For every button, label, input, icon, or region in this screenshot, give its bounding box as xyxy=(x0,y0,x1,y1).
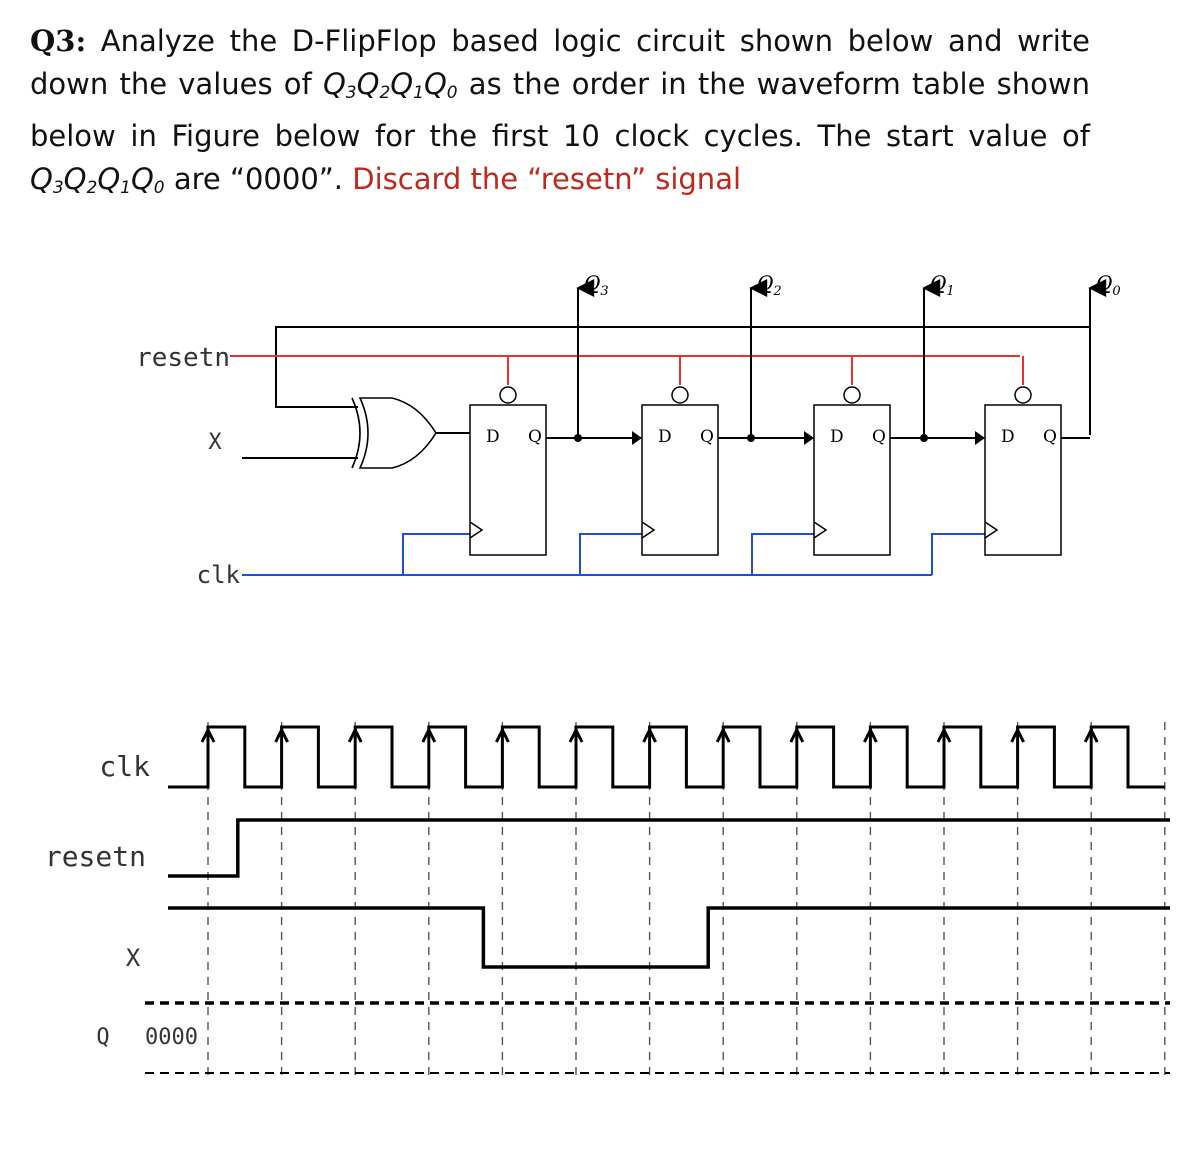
question-highlight: Discard the “resetn” signal xyxy=(352,162,742,196)
q-pin-label: Q xyxy=(700,427,714,447)
rising-edge-arrow xyxy=(347,726,363,743)
question-text-1: Analyze the D-FlipFlop based logic circu… xyxy=(30,24,1090,101)
clk-drop xyxy=(579,533,642,575)
q-bus-waveform xyxy=(145,1001,1170,1074)
rising-edge-arrow xyxy=(1083,726,1099,743)
waveform-diagram: clk resetn X Q 0000 xyxy=(45,722,1170,1078)
resetn-input-label: resetn xyxy=(136,343,230,373)
rising-edge-arrow xyxy=(715,726,731,743)
q-to-d-arrowhead xyxy=(632,431,642,445)
clk-drop xyxy=(751,533,814,575)
clock-triangle xyxy=(469,521,484,539)
output-labels: Q3 Q2 Q1 Q0 xyxy=(584,271,1121,299)
clk-waveform xyxy=(168,725,1165,789)
clock-triangle xyxy=(641,521,656,539)
q-pin-label: Q xyxy=(1043,427,1057,447)
clk-drop xyxy=(931,533,985,575)
reset-bubble xyxy=(499,386,517,404)
clk-drop xyxy=(402,533,470,575)
resetn-waveform xyxy=(168,818,1170,878)
rising-edge-arrow xyxy=(936,726,952,743)
d-pin-label: D xyxy=(658,427,672,447)
rising-edge-arrow xyxy=(200,726,216,743)
question-text-2: as the order in the waveform table shown… xyxy=(30,67,1090,153)
rising-edge-arrow xyxy=(863,726,878,743)
rising-edge-arrow xyxy=(789,726,805,743)
feedback-wire xyxy=(275,326,1091,435)
rising-edge-arrow xyxy=(568,726,584,743)
clock-triangle xyxy=(984,521,999,539)
question-label: Q3: xyxy=(30,24,87,58)
rising-edge-arrow xyxy=(495,726,510,743)
rising-edge-arrow xyxy=(1010,726,1025,743)
x-waveform xyxy=(168,906,1170,969)
d-pin-label: D xyxy=(486,427,500,447)
rising-edge-arrow xyxy=(274,726,289,743)
rising-edge-arrow xyxy=(642,726,657,743)
reset-bubble xyxy=(843,386,861,404)
q-pin-label: Q xyxy=(528,427,542,447)
reset-bubble xyxy=(671,386,689,404)
output-label-q1: Q1 xyxy=(930,271,955,299)
xor-gate xyxy=(351,397,437,469)
wave-label-x: X xyxy=(126,944,141,972)
rising-edge-arrow xyxy=(421,726,437,743)
d-pin-label: D xyxy=(1001,427,1015,447)
clk-rising-edge-arrows xyxy=(200,726,1099,743)
q-symbol-2: Q3Q2Q1Q0 xyxy=(30,162,165,198)
output-label-q3: Q3 xyxy=(584,271,609,299)
wave-label-clk: clk xyxy=(99,750,150,783)
d-pin-label: D xyxy=(830,427,844,447)
wave-label-q: Q xyxy=(96,1025,109,1050)
question-text: Q3: Analyze the D-FlipFlop based logic c… xyxy=(30,20,1090,210)
reset-bubble xyxy=(1014,386,1032,404)
output-label-q0: Q0 xyxy=(1096,271,1121,299)
x-input-label: X xyxy=(208,430,222,455)
wave-label-resetn: resetn xyxy=(45,840,146,873)
q-pin-label: Q xyxy=(872,427,886,447)
q-initial-value: 0000 xyxy=(145,1025,198,1050)
circuit-wires xyxy=(230,279,1107,576)
output-label-q2: Q2 xyxy=(757,271,782,299)
q-to-d-arrowhead xyxy=(804,431,814,445)
clock-triangle xyxy=(813,521,828,539)
q-to-d-arrowhead xyxy=(975,431,985,445)
q-symbol-1: Q3Q2Q1Q0 xyxy=(322,67,458,103)
question-text-3: are “0000”. xyxy=(164,162,353,196)
clk-input-label: clk xyxy=(197,561,241,589)
